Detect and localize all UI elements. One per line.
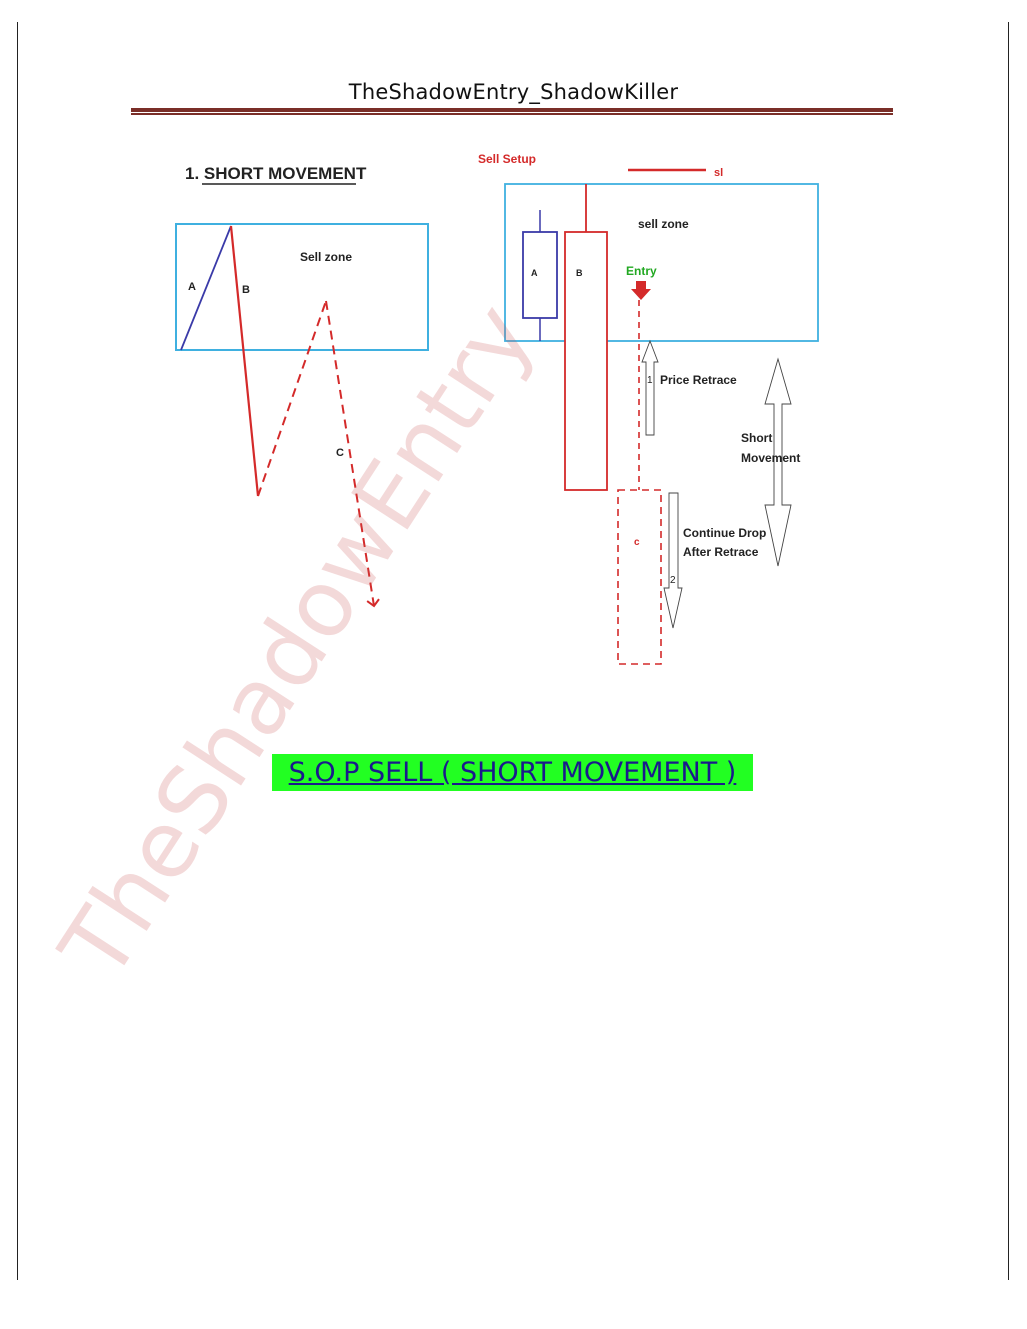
leg-b-line <box>229 225 260 497</box>
leg-c-dashed-line <box>325 300 380 608</box>
left-sell-zone-label: Sell zone <box>300 250 352 264</box>
leg-c-label: C <box>336 447 344 459</box>
right-diagram: Sell Setup sl sell zone A B Entry c 1 Pr… <box>478 152 819 665</box>
continue-drop-label: Continue Drop <box>683 526 766 540</box>
candle-b-label: B <box>576 268 583 278</box>
header-rule-thin <box>131 113 893 115</box>
candle-a-label: A <box>531 268 538 278</box>
sl-label: sl <box>714 167 723 179</box>
right-sell-zone-box <box>504 183 819 342</box>
page-header-title: TheShadowEntry_ShadowKiller <box>348 80 679 104</box>
retrace-dashed-line <box>257 300 327 497</box>
page-border-left <box>17 22 18 1280</box>
step-2-label: 2 <box>670 575 676 586</box>
entry-arrow-icon <box>631 281 651 300</box>
movement-label: Movement <box>741 451 800 465</box>
right-sell-zone-label: sell zone <box>638 217 689 231</box>
price-retrace-label: Price Retrace <box>660 373 737 387</box>
header-rule <box>131 108 893 112</box>
entry-label: Entry <box>626 264 657 278</box>
left-diagram: 1. SHORT MOVEMENT Sell zone A B C <box>175 164 429 608</box>
short-movement-double-arrow-icon <box>764 357 792 567</box>
leg-b-label: B <box>242 284 250 296</box>
candle-a-body <box>522 231 558 319</box>
continue-drop-down-arrow-icon <box>663 492 683 629</box>
candle-c-body <box>617 489 662 665</box>
page-border-right <box>1008 22 1009 1280</box>
left-diagram-heading: 1. SHORT MOVEMENT <box>185 164 367 183</box>
candle-c-label: c <box>634 537 640 548</box>
sell-setup-label: Sell Setup <box>478 152 536 166</box>
leg-a-line <box>180 225 232 351</box>
short-label: Short <box>741 431 772 445</box>
left-sell-zone-box <box>175 223 429 351</box>
sell-diagram: 1. SHORT MOVEMENT Sell zone A B C Sell S… <box>175 152 819 665</box>
step-1-label: 1 <box>647 375 653 386</box>
after-retrace-label: After Retrace <box>683 545 759 559</box>
sop-caption: S.O.P SELL ( SHORT MOVEMENT ) <box>272 754 753 791</box>
leg-a-label: A <box>188 281 196 293</box>
retrace-up-arrow-icon <box>641 339 659 436</box>
candle-b-body <box>564 231 608 491</box>
